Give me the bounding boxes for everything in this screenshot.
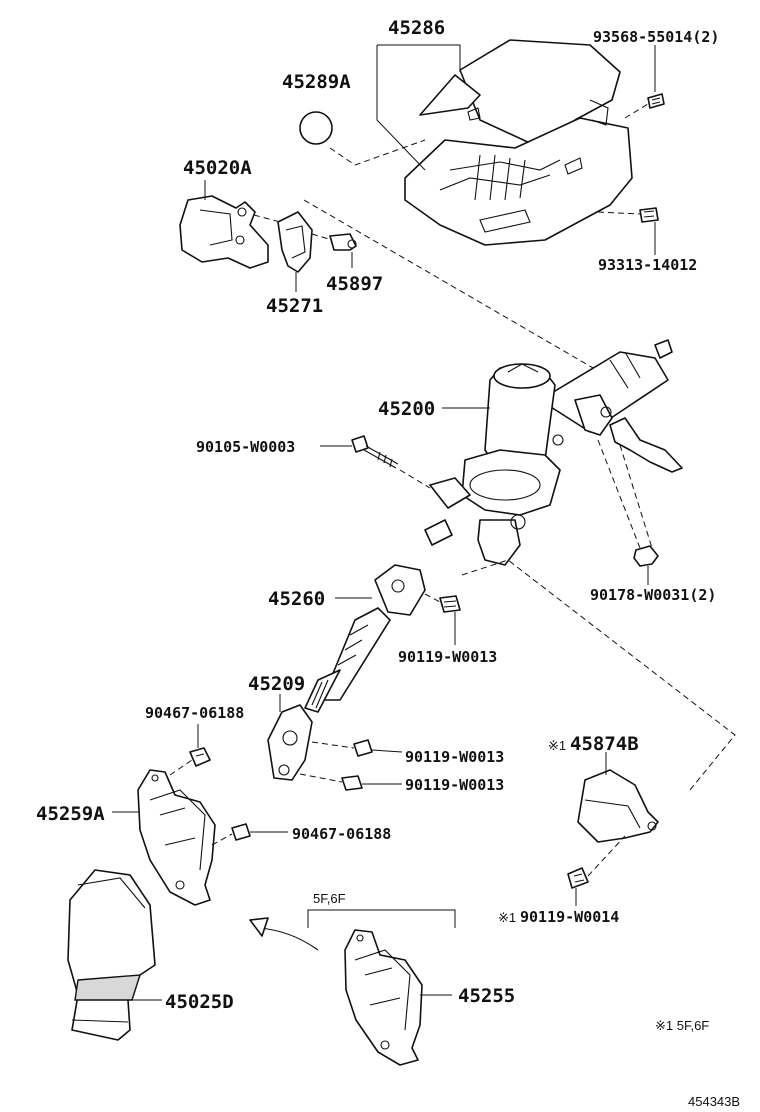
horn-pad-45289A-drawing[interactable] (299, 111, 333, 145)
label-45289A: 45289A (282, 71, 351, 93)
label-45025D: 45025D (165, 991, 234, 1013)
clip-90467a-drawing[interactable] (189, 747, 211, 767)
label-45271: 45271 (266, 295, 323, 317)
bracket-45020A-drawing[interactable] (179, 195, 269, 269)
dash-93313 (597, 211, 641, 215)
label-45897: 45897 (326, 273, 383, 295)
leader-90119b (371, 749, 403, 753)
dash-clamp-to-column (303, 199, 601, 373)
label-90119a: 90119-W0013 (398, 648, 497, 666)
label-45286: 45286 (388, 17, 445, 39)
screw-90119c-drawing[interactable] (341, 775, 363, 791)
label-45020A: 45020A (183, 157, 252, 179)
variant-bracket-line (307, 909, 456, 928)
dash-90119b (311, 741, 355, 749)
nut-90178-drawing[interactable] (633, 545, 659, 567)
universal-joint-45209-drawing[interactable] (267, 704, 313, 781)
screw-93313-drawing[interactable] (639, 207, 659, 223)
dash-clip-b (211, 833, 233, 846)
boot-45025D-drawing[interactable] (67, 869, 156, 1041)
label-45209: 45209 (248, 673, 305, 695)
leader-45286 (376, 44, 461, 171)
column-assembly-45200-drawing[interactable] (424, 339, 683, 566)
note-mark-90119d: ※1 (498, 910, 516, 925)
label-45260: 45260 (268, 588, 325, 610)
label-variant-bracket: 5F,6F (313, 891, 346, 906)
label-45255: 45255 (458, 985, 515, 1007)
bolt-90105-drawing[interactable] (351, 435, 399, 469)
footnote: ※1 5F,6F (655, 1018, 709, 1033)
dash-45897 (311, 233, 333, 241)
replacement-arrow (249, 917, 319, 951)
intermediate-shaft-45260-drawing[interactable] (304, 564, 426, 713)
label-45874B: 45874B (570, 733, 639, 755)
dash-93568 (624, 103, 649, 119)
dash-column-to-45874B (461, 559, 736, 791)
label-90467a: 90467-06188 (145, 704, 244, 722)
bolt-45897-drawing[interactable] (329, 233, 357, 251)
screw-93568-drawing[interactable] (647, 93, 665, 109)
dash-clip-a (169, 759, 193, 776)
dash-90119d (587, 835, 626, 877)
cover-45874B-drawing[interactable] (577, 769, 659, 843)
boot-45259A-drawing[interactable] (137, 769, 216, 906)
label-45259A: 45259A (36, 803, 105, 825)
dash-90178 (597, 439, 653, 549)
dash-90119c (299, 773, 343, 783)
note-mark-45874B: ※1 (548, 738, 566, 753)
label-90119b: 90119-W0013 (405, 748, 504, 766)
column-cover-drawing[interactable] (404, 39, 633, 246)
label-90105: 90105-W0003 (196, 438, 295, 456)
label-90178: 90178-W0031(2) (590, 586, 716, 604)
dash-90105 (399, 469, 431, 489)
label-93313: 93313-14012 (598, 256, 697, 274)
clip-90467b-drawing[interactable] (231, 823, 251, 841)
clamp-45271-drawing[interactable] (277, 211, 313, 273)
label-93568: 93568-55014(2) (593, 28, 719, 46)
dash-45289A-to-cover (329, 139, 426, 166)
label-90119c: 90119-W0013 (405, 776, 504, 794)
dash-45020A-clamp (253, 214, 281, 223)
drawing-id: 454343B (688, 1094, 740, 1109)
boot-45255-drawing[interactable] (344, 929, 423, 1066)
label-90119d: 90119-W0014 (520, 908, 619, 926)
screw-90119a-drawing[interactable] (439, 595, 461, 613)
label-90467b: 90467-06188 (292, 825, 391, 843)
screw-90119d-drawing[interactable] (567, 867, 589, 889)
dash-90119a (424, 593, 441, 603)
screw-90119b-drawing[interactable] (353, 739, 373, 757)
label-45200: 45200 (378, 398, 435, 420)
